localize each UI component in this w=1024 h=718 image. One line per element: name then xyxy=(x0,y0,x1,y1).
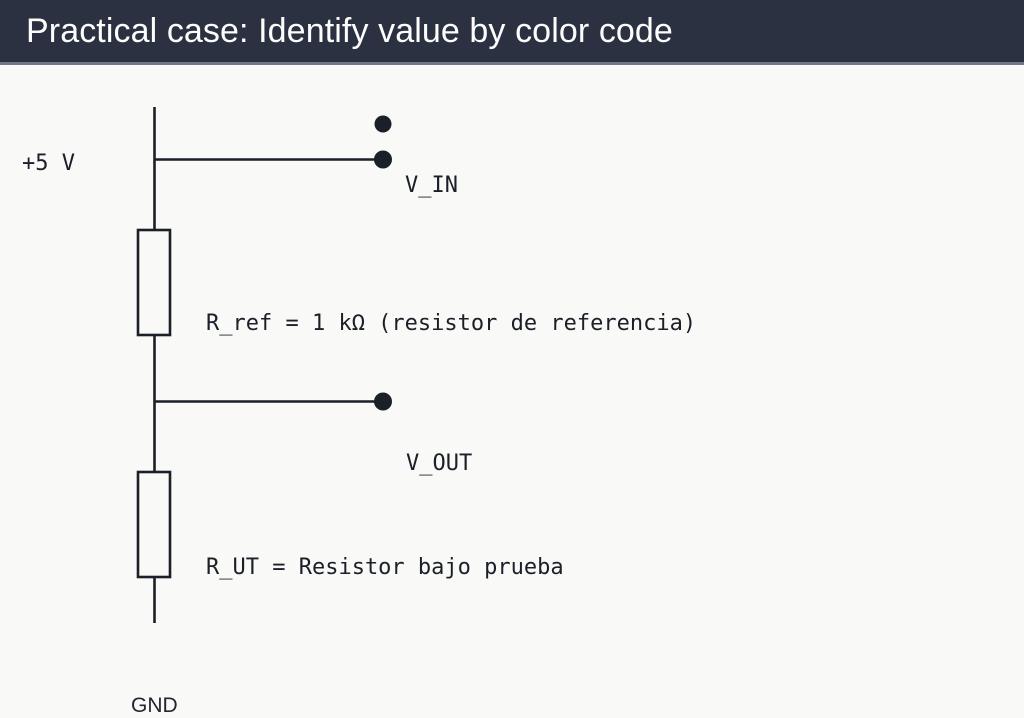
node-label-vin: V_IN xyxy=(405,173,458,198)
annotation-r-ut: R_UT = Resistor bajo prueba xyxy=(206,555,564,580)
node-label-vout: V_OUT xyxy=(406,451,473,476)
title-bar-divider xyxy=(0,62,1024,65)
supply-voltage-label: +5 V xyxy=(22,151,75,176)
resistor-r-ref-body xyxy=(136,228,172,337)
circuit-diagram: +5 V V_IN R_ref = 1 kΩ (resistor de refe… xyxy=(0,63,1024,717)
vin-legend-dot xyxy=(374,115,392,133)
annotation-r-ref: R_ref = 1 kΩ (resistor de referencia) xyxy=(206,311,697,336)
page-title: Practical case: Identify value by color … xyxy=(26,12,673,50)
vout-terminal-dot xyxy=(374,392,392,411)
slide-title-bar: Practical case: Identify value by color … xyxy=(0,0,1024,62)
vin-terminal-dot xyxy=(374,150,392,169)
circuit-svg xyxy=(136,107,392,623)
ground-label: GND xyxy=(131,694,178,717)
resistor-r-ut-body xyxy=(136,470,172,579)
